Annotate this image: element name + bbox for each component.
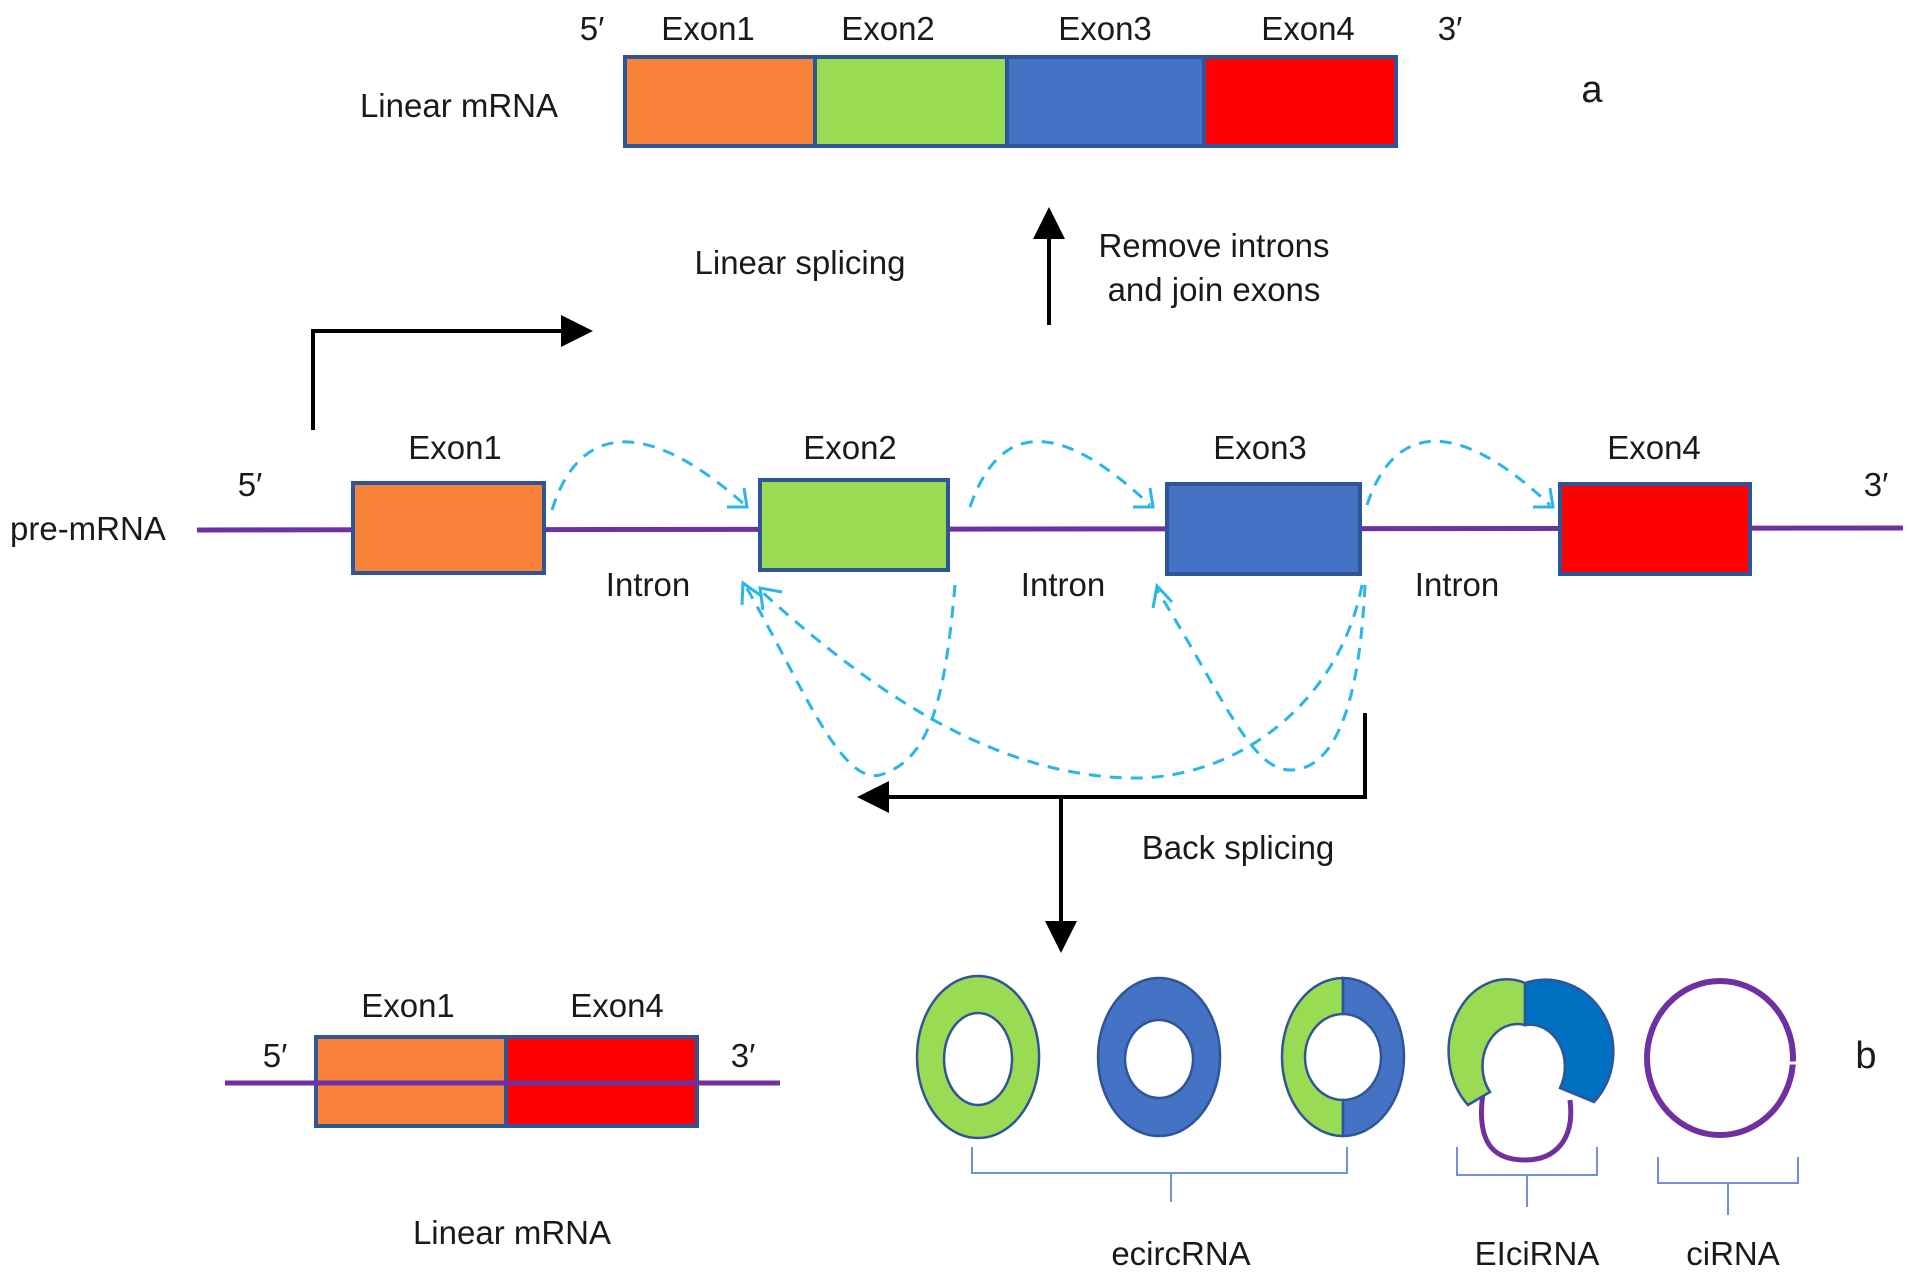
intron2-label: Intron — [1021, 566, 1105, 603]
panel-b-label: b — [1855, 1035, 1876, 1077]
eicirna-brace — [1456, 1147, 1598, 1207]
splice-arrowhead-icon — [727, 487, 749, 509]
linear-splicing-label: Linear splicing — [695, 244, 906, 281]
splice-arrowhead-icon — [1533, 487, 1555, 509]
eicirna-intron-loop — [1479, 1092, 1574, 1163]
bottom-three-prime-label: 3′ — [731, 1037, 756, 1074]
top-exon1-block — [623, 55, 817, 148]
cirna-group — [1644, 978, 1798, 1138]
pre-mrna-five-prime-label: 5′ — [238, 466, 263, 503]
bottom-exon4-label: Exon4 — [570, 987, 664, 1024]
top-three-prime-label: 3′ — [1438, 10, 1463, 47]
splice-arrowhead-icon — [740, 580, 761, 606]
ecircrna-label: ecircRNA — [1111, 1235, 1250, 1272]
back-splice-exon2-loop — [743, 584, 957, 778]
intron1-label: Intron — [606, 566, 690, 603]
remove-introns-label-line2: and join exons — [1108, 271, 1321, 308]
back-splice-exon3-loop — [1155, 584, 1367, 772]
pre-exon1-label: Exon1 — [408, 429, 502, 466]
top-exon3-label: Exon3 — [1058, 10, 1152, 47]
top-exon2-block — [813, 55, 1009, 148]
splice-arc-exon2-exon3 — [968, 440, 1152, 508]
back-splicing-label: Back splicing — [1142, 829, 1335, 866]
splice-arrowhead-icon — [1151, 582, 1174, 609]
panel-a-label: a — [1581, 69, 1603, 111]
top-exon2-label: Exon2 — [841, 10, 935, 47]
pre-exon4-label: Exon4 — [1607, 429, 1701, 466]
pre-exon2-block — [758, 478, 950, 572]
cirna-ring — [1644, 978, 1796, 1138]
ecircrna-group — [915, 974, 1406, 1140]
back-splice-arcs — [740, 580, 1367, 780]
pre-exon3-label: Exon3 — [1213, 429, 1307, 466]
back-splice-exon3-to-exon2 — [758, 584, 1364, 780]
ecircrna-ring-exon2-exon3 — [1280, 976, 1406, 1138]
splice-arrowhead-icon — [1133, 487, 1155, 509]
top-five-prime-label: 5′ — [580, 10, 605, 47]
ring-half-exon3 — [1341, 976, 1406, 1138]
top-exon1-label: Exon1 — [661, 10, 755, 47]
splice-arc-exon3-exon4 — [1365, 439, 1552, 507]
intron3-label: Intron — [1415, 566, 1499, 603]
back-splicing-arrow-icon — [857, 713, 1367, 813]
splice-arc-exon1-exon2 — [550, 440, 746, 511]
bottom-exon1-label: Exon1 — [361, 987, 455, 1024]
eicirna-arc-exon2 — [1447, 978, 1527, 1107]
eicirna-group — [1447, 978, 1615, 1163]
top-exon4-label: Exon4 — [1261, 10, 1355, 47]
top-linear-mrna-title: Linear mRNA — [360, 87, 558, 124]
pre-mrna-three-prime-label: 3′ — [1864, 466, 1889, 503]
cirna-label: ciRNA — [1686, 1235, 1780, 1272]
pre-exon3-block — [1165, 482, 1362, 576]
pre-mrna: pre-mRNA 5′ 3′ Exon1 Exon2 Exon3 Exon4 I… — [10, 429, 1904, 603]
pre-exon4-block — [1558, 482, 1752, 576]
cirna-brace — [1657, 1157, 1799, 1215]
eicirna-label: EIciRNA — [1475, 1235, 1600, 1272]
ecircrna-ring-exon2 — [915, 974, 1041, 1140]
ecircrna-ring-exon3 — [1096, 976, 1222, 1138]
remove-introns-label-line1: Remove introns — [1098, 227, 1329, 264]
bottom-five-prime-label: 5′ — [263, 1037, 288, 1074]
pre-mrna-title: pre-mRNA — [10, 510, 166, 547]
splice-arrowhead-icon — [758, 586, 783, 611]
pre-exon2-label: Exon2 — [803, 429, 897, 466]
top-linear-mrna: Linear mRNA 5′ 3′ Exon1 Exon2 Exon3 Exon… — [360, 10, 1463, 148]
pre-exon1-block — [351, 481, 546, 575]
linear-splice-arcs — [550, 439, 1555, 511]
top-exon4-block — [1202, 55, 1398, 148]
ecircrna-brace — [971, 1147, 1348, 1202]
bottom-linear-mrna-title: Linear mRNA — [413, 1214, 611, 1251]
transcription-start-arrow-icon — [311, 315, 593, 430]
top-exon3-block — [1005, 55, 1206, 148]
bottom-linear-mrna: Exon1 Exon4 5′ 3′ Linear mRNA — [225, 987, 780, 1251]
eicirna-arc-exon3 — [1523, 978, 1615, 1104]
ring-half-exon2 — [1280, 976, 1345, 1138]
